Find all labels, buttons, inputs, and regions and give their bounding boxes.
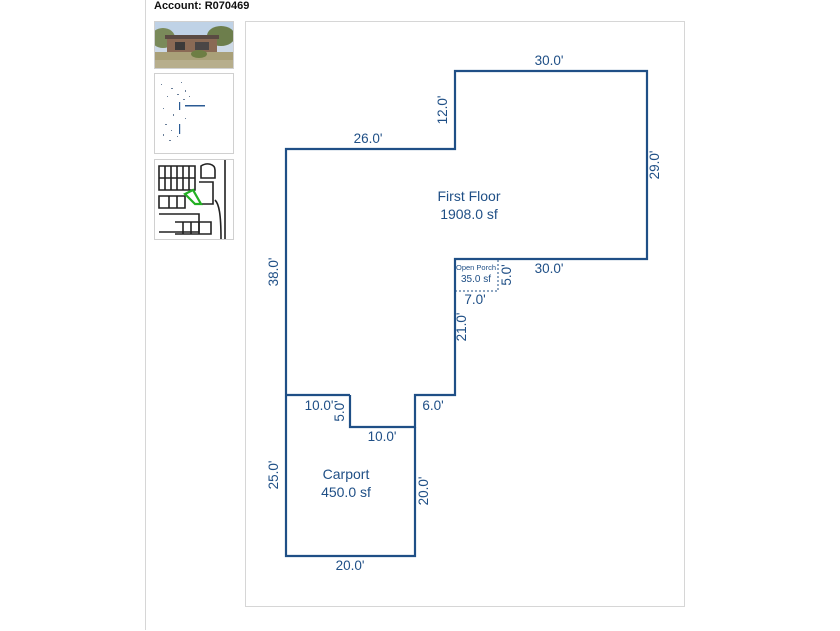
- carport-area: 450.0 sf: [321, 484, 371, 500]
- dim-first-floor-top-left: 26.0': [354, 131, 383, 146]
- house-photo-image: [155, 22, 233, 68]
- sketch-thumbnail-image: [161, 82, 205, 141]
- open-porch-label: Open Porch: [456, 263, 496, 272]
- account-number: Account: R070469: [154, 0, 250, 12]
- dim-first-floor-inner-vertical: 21.0': [454, 313, 469, 342]
- dim-first-floor-step-up: 12.0': [435, 96, 450, 125]
- dim-carport-right: 20.0': [416, 477, 431, 506]
- dim-porch-bottom: 7.0': [464, 292, 485, 307]
- house-photo-thumbnail[interactable]: [154, 21, 234, 69]
- first-floor-label: First Floor: [438, 188, 501, 204]
- open-porch-area: 35.0 sf: [461, 274, 491, 285]
- dim-first-floor-top-right: 30.0': [535, 53, 564, 68]
- first-floor-area: 1908.0 sf: [440, 206, 498, 222]
- carport-label: Carport: [323, 466, 370, 482]
- dim-carport-left: 25.0': [266, 461, 281, 490]
- dim-notch-bottom: 10.0': [368, 429, 397, 444]
- parcel-map-thumbnail[interactable]: [154, 159, 234, 240]
- dim-first-floor-left: 38.0': [266, 258, 281, 287]
- sketch-thumbnail[interactable]: [154, 73, 234, 154]
- open-porch-outline: [455, 259, 499, 292]
- left-divider: [145, 0, 146, 630]
- dim-first-floor-right: 29.0': [647, 151, 662, 180]
- building-sketch-panel: First Floor 1908.0 sf Carport 450.0 sf O…: [245, 21, 685, 607]
- parcel-map-image: [155, 160, 233, 239]
- carport-outline: [284, 395, 417, 558]
- dim-carport-top-left: 10.0': [305, 398, 334, 413]
- dim-inner-step: 6.0': [422, 398, 443, 413]
- dim-carport-bottom: 20.0': [336, 558, 365, 573]
- first-floor-outline: [284, 69, 649, 429]
- dim-first-floor-lower-right: 30.0': [535, 261, 564, 276]
- dim-porch-side: 5.0': [499, 264, 514, 285]
- dim-notch-depth: 5.0': [332, 400, 347, 421]
